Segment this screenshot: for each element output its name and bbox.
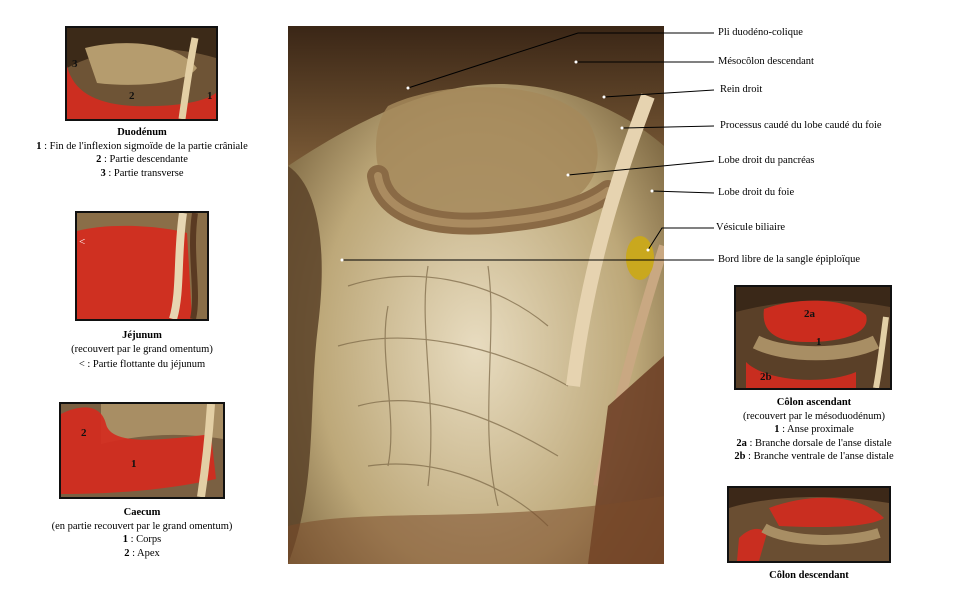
caecum-title: Caecum — [123, 507, 161, 518]
colon-ascendant-marker-2a: 2a — [804, 308, 816, 320]
jejunum-subtitle: (recouvert par le grand omentum) — [71, 343, 213, 355]
callout-pli-duodeno-colique: Pli duodéno-colique — [718, 27, 803, 38]
duodenum-title: Duodénum — [117, 127, 167, 138]
caecum-caption: Caecum (en partie recouvert par le grand… — [10, 506, 274, 560]
jejunum-item: < : Partie flottante du jéjunum — [78, 359, 206, 370]
callout-processus-caude: Processus caudé du lobe caudé du foie — [720, 120, 882, 131]
callout-mesocolon-descendant: Mésocôlon descendant — [718, 56, 814, 67]
duodenum-marker-3: 3 — [72, 58, 78, 70]
colon-descendant-caption: Côlon descendant — [680, 569, 938, 583]
duodenum-item: 3 : Partie transverse — [100, 167, 184, 179]
callout-bord-libre: Bord libre de la sangle épiploïque — [718, 254, 861, 265]
colon-ascendant-item: 1 : Anse proximale — [774, 424, 854, 435]
jejunum-title: Jéjunum — [122, 330, 162, 341]
colon-ascendant-thumbnail: 2a 1 2b — [734, 285, 892, 390]
colon-ascendant-caption: Côlon ascendant (recouvert par le mésodu… — [680, 396, 948, 464]
duodenum-item: 2 : Partie descendante — [96, 154, 188, 165]
duodenum-caption: Duodénum 1 : Fin de l'inflexion sigmoïde… — [10, 126, 274, 180]
caecum-marker-1: 1 — [131, 458, 137, 470]
colon-ascendant-marker-1: 1 — [816, 336, 822, 348]
jejunum-thumbnail: < — [75, 211, 209, 321]
colon-ascendant-item: 2b : Branche ventrale de l'anse distale — [734, 451, 894, 462]
jejunum-caption: Jéjunum (recouvert par le grand omentum)… — [10, 329, 274, 372]
callout-vesicule-biliaire: Vésicule biliaire — [716, 222, 786, 233]
colon-descendant-thumbnail — [727, 486, 891, 563]
duodenum-thumbnail: 3 2 1 — [65, 26, 218, 121]
callout-lobe-droit-pancreas: Lobe droit du pancréas — [718, 155, 815, 166]
main-dissection-photo — [288, 26, 664, 564]
duodenum-marker-1: 1 — [207, 90, 213, 102]
callout-rein-droit: Rein droit — [720, 84, 763, 95]
colon-ascendant-item: 2a : Branche dorsale de l'anse distale — [736, 437, 892, 449]
colon-ascendant-marker-2b: 2b — [760, 371, 772, 383]
caecum-subtitle: (en partie recouvert par le grand omentu… — [51, 520, 233, 532]
colon-descendant-title: Côlon descendant — [769, 570, 849, 581]
caecum-item: 1 : Corps — [122, 534, 162, 545]
duodenum-item: 1 : Fin de l'inflexion sigmoïde de la pa… — [36, 140, 248, 152]
jejunum-marker: < — [79, 236, 85, 248]
colon-ascendant-subtitle: (recouvert par le mésoduodénum) — [743, 410, 885, 422]
caecum-thumbnail: 2 1 — [59, 402, 225, 499]
duodenum-marker-2: 2 — [129, 90, 135, 102]
colon-ascendant-title: Côlon ascendant — [776, 397, 852, 408]
callout-lobe-droit-foie: Lobe droit du foie — [718, 187, 795, 198]
caecum-item: 2 : Apex — [124, 547, 160, 559]
caecum-marker-2: 2 — [81, 427, 87, 439]
